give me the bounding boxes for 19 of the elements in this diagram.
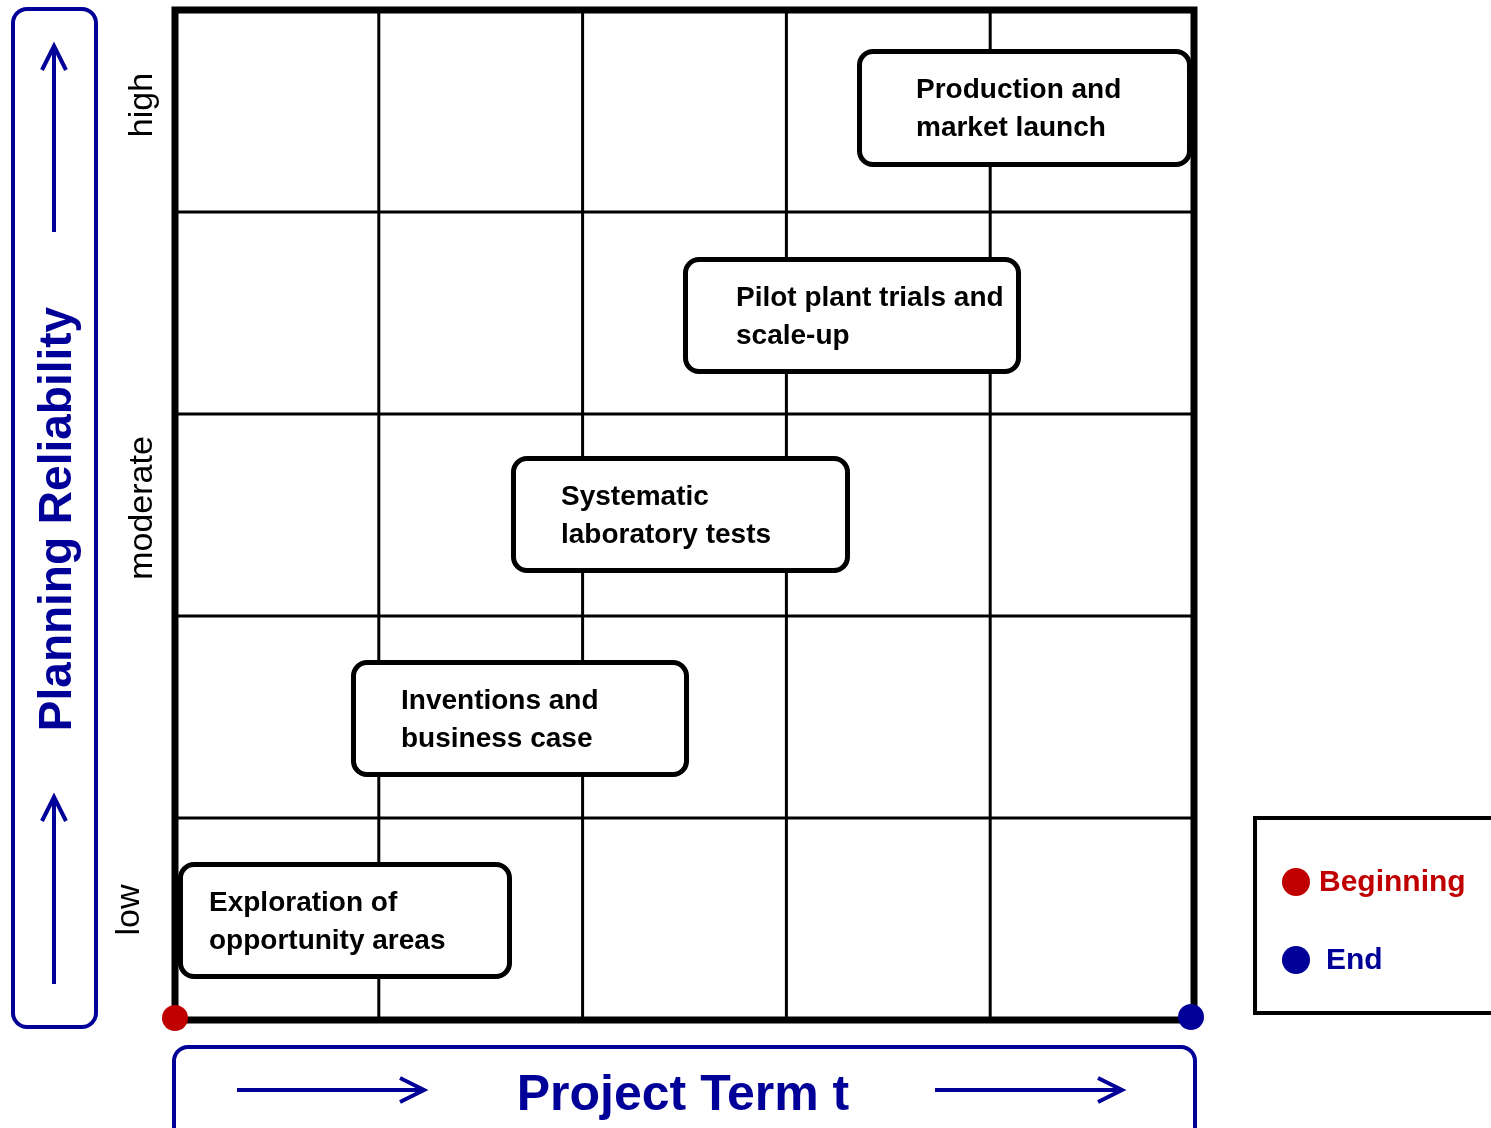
axis-level-label: low — [108, 884, 146, 936]
axis-title-band — [172, 1045, 1197, 1128]
axis-title: Project Term t — [516, 1064, 850, 1122]
axis-title-band — [11, 7, 98, 1029]
process-label: Inventions and business case — [400, 682, 600, 755]
axis-level-label: high — [121, 72, 159, 138]
process-box — [351, 660, 689, 777]
axis-title: Planning Reliability — [28, 306, 82, 732]
process-label: Pilot plant trials and scale-up — [735, 279, 1005, 352]
legend-label: Beginning — [1319, 864, 1466, 898]
process-box — [857, 49, 1192, 167]
legend-label: End — [1326, 942, 1383, 976]
process-label: Production and market launch — [915, 72, 1123, 144]
process-box — [683, 257, 1021, 374]
axis-level-label: moderate — [121, 436, 159, 580]
process-label: Exploration of opportunity areas — [208, 884, 447, 957]
process-label: Systematic laboratory tests — [560, 478, 773, 551]
process-box — [511, 456, 850, 573]
process-box — [178, 862, 512, 979]
